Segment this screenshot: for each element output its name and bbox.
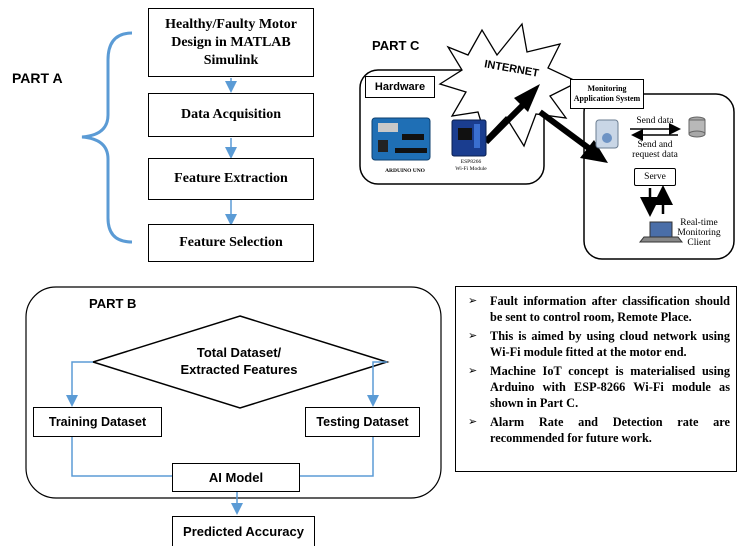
arrow-bullet-icon: ➢ — [468, 294, 478, 307]
part-c-label: PART C — [372, 38, 420, 53]
send-request-label-2: request data — [632, 150, 678, 160]
decision-text: Total Dataset/ Extracted Features — [180, 345, 298, 377]
ai-model-box: AI Model — [172, 463, 300, 492]
note-item: ➢Machine IoT concept is materialised usi… — [468, 364, 730, 410]
serve-box: Serve — [634, 168, 676, 186]
monitoring-title-1: Monitoring — [587, 84, 627, 93]
arrowhead-up — [514, 84, 540, 112]
client-label-2: Monitoring — [677, 228, 721, 238]
step-feature-extraction: Feature Extraction — [148, 158, 314, 200]
arrow-hardware-to-internet — [483, 97, 531, 145]
note-item: ➢This is aimed by using cloud network us… — [468, 329, 730, 359]
step-feature-selection: Feature Selection — [148, 224, 314, 262]
client-label-3: Client — [687, 238, 711, 248]
internet-starburst — [438, 22, 580, 148]
arrow-bullet-icon: ➢ — [468, 415, 478, 428]
arrow-bullet-icon: ➢ — [468, 329, 478, 342]
hardware-label-box: Hardware — [365, 76, 435, 98]
line-testing-to-model — [300, 437, 374, 477]
hardware-container — [359, 69, 545, 185]
decision-diamond — [90, 315, 390, 409]
arrow-internet-to-monitoring — [538, 109, 596, 155]
send-data-label: Send data — [636, 116, 674, 126]
step-data-acquisition: Data Acquisition — [148, 93, 314, 137]
arrow-to-training — [66, 361, 93, 407]
monitoring-title-box: Monitoring Application System — [570, 79, 644, 109]
note-item: ➢Fault information after classification … — [468, 294, 730, 324]
notes-box: ➢Fault information after classification … — [455, 286, 737, 472]
laptop-icon — [649, 221, 673, 238]
arrow-to-testing — [367, 361, 387, 407]
training-dataset-box: Training Dataset — [33, 407, 162, 437]
step-motor-design: Healthy/Faulty Motor Design in MATLAB Si… — [148, 8, 314, 77]
arrow-bullet-icon: ➢ — [468, 364, 478, 377]
esp-caption-1: ESP8266 — [460, 159, 482, 165]
client-label-1: Real-time — [680, 218, 718, 228]
note-item: ➢Alarm Rate and Detection rate are recom… — [468, 415, 730, 445]
monitoring-title-2: Application System — [573, 94, 641, 103]
part-b-label: PART B — [89, 296, 137, 311]
predicted-accuracy-box: Predicted Accuracy — [172, 516, 315, 546]
notes-list: ➢Fault information after classification … — [456, 287, 736, 446]
monitoring-container — [583, 93, 735, 260]
part-b-container — [25, 286, 442, 499]
arrowhead-down — [580, 140, 608, 163]
esp-caption-2: Wi-Fi Module — [455, 166, 487, 172]
testing-dataset-box: Testing Dataset — [305, 407, 420, 437]
part-a-brace — [81, 31, 133, 244]
line-training-to-model — [71, 437, 172, 477]
arduino-caption: ARDUINO UNO — [385, 168, 425, 174]
send-request-label-1: Send and — [637, 140, 673, 150]
part-a-label: PART A — [12, 70, 63, 86]
